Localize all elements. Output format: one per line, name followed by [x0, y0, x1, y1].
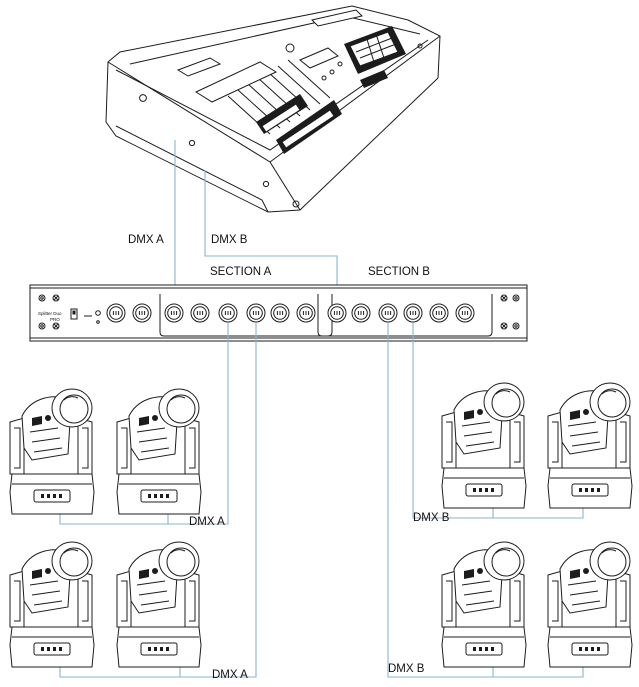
moving-head-fixture	[547, 382, 633, 509]
moving-head-fixture	[116, 388, 202, 515]
fixture-group-section-a-lower	[9, 541, 202, 668]
moving-head-fixture	[441, 541, 527, 668]
group-a-upper-label: DMX A	[189, 516, 225, 528]
moving-head-fixture	[547, 541, 633, 668]
fixture-dmx-wires	[59, 323, 584, 678]
moving-head-fixture	[441, 382, 527, 509]
dmx-splitter-rack: Splitter Duo PRO	[29, 284, 528, 342]
console-out-b-label: DMX B	[211, 234, 248, 246]
section-b-label: SECTION B	[368, 266, 430, 278]
moving-head-fixture	[116, 541, 202, 668]
moving-head-fixture	[9, 388, 95, 515]
group-b-lower-label: DMX B	[388, 663, 425, 675]
rack-mount-holes	[38, 294, 520, 330]
lighting-console	[105, 5, 441, 213]
console-out-a-label: DMX A	[128, 234, 164, 246]
power-switch[interactable]	[70, 308, 78, 320]
fixture-group-section-a-upper	[9, 388, 202, 515]
splitter-model-name: Splitter Duo	[38, 311, 62, 316]
console-dmx-wires	[174, 140, 338, 311]
section-a-label: SECTION A	[210, 266, 272, 278]
group-a-lower-label: DMX A	[212, 669, 248, 681]
moving-head-fixture	[9, 541, 95, 668]
group-b-upper-label: DMX B	[413, 512, 450, 524]
fixture-group-section-b-lower	[441, 541, 633, 668]
splitter-model-suffix: PRO	[50, 317, 60, 322]
fixture-group-section-b-upper	[441, 382, 633, 509]
